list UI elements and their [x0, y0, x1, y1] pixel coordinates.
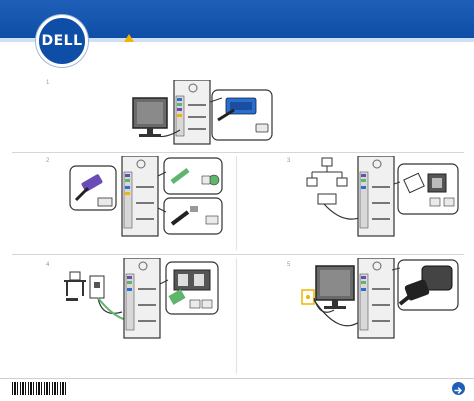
network-connection-illustration [306, 156, 459, 237]
warning-icon [124, 34, 134, 42]
network-port-icon [429, 197, 441, 207]
step-number-4: 4 [46, 262, 50, 268]
footer-divider [0, 378, 474, 379]
monitor-connection-illustration [132, 80, 273, 145]
column-divider-1 [236, 156, 237, 250]
vga-port-icon [255, 123, 269, 133]
power-connection-illustration [301, 258, 459, 339]
phone-port-icon [189, 299, 201, 309]
section-divider-2 [12, 254, 464, 255]
step-number-3: 3 [287, 158, 291, 164]
ps2-port-icon [97, 197, 113, 207]
section-divider-1 [12, 152, 464, 153]
ps2-mouse-callout [163, 157, 223, 195]
usb-callout [163, 197, 223, 235]
mouse-port-icon [201, 175, 211, 185]
network-icon [321, 157, 333, 167]
dell-logo: DELL [36, 15, 88, 67]
vga-connector-callout [211, 89, 273, 141]
header-divider [0, 38, 474, 42]
step-number-5: 5 [287, 262, 291, 268]
modem-connection-illustration [64, 258, 219, 339]
step-number-2: 2 [46, 158, 50, 164]
step-number-1: 1 [46, 80, 50, 86]
usb-port-icon [205, 215, 219, 225]
arrow-right-icon [454, 387, 462, 394]
keyboard-mouse-illustration [69, 156, 223, 237]
column-divider-2 [236, 258, 237, 374]
barcode [12, 382, 68, 395]
next-page-button[interactable] [452, 382, 465, 395]
